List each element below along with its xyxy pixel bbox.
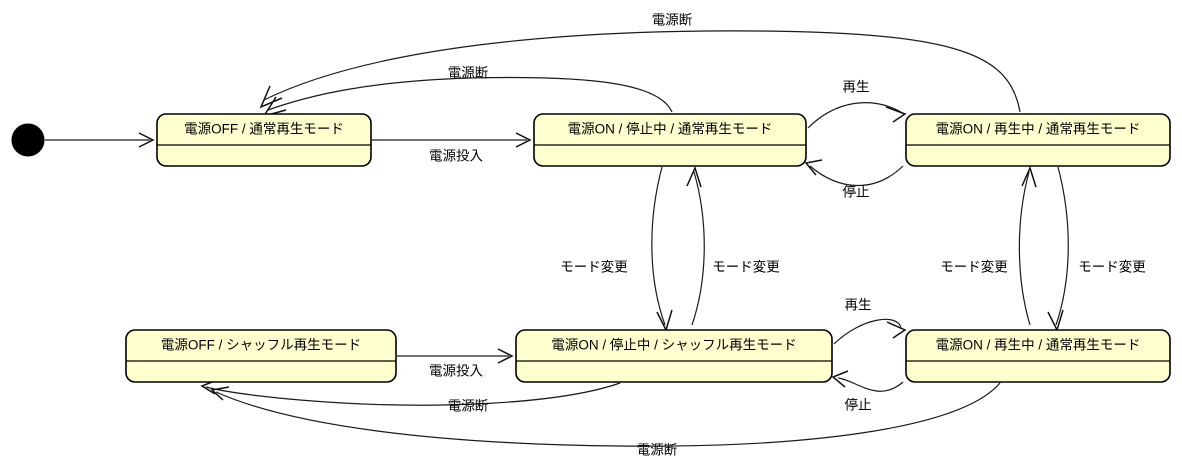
state-off-normal[interactable]: 電源OFF / 通常再生モード	[156, 113, 372, 167]
transition-play-top	[807, 102, 907, 129]
transition-power-off-top-short	[262, 76, 673, 118]
transition-power-off-bottom-long	[210, 382, 1001, 447]
state-label-on-playing-normal: 電源ON / 再生中 / 通常再生モード	[936, 122, 1141, 137]
transition-power-off-bottom-short	[200, 379, 621, 406]
edge-label-mode-change-stopped-down: モード変更	[560, 260, 628, 275]
transition-play-bottom	[833, 318, 907, 345]
edge-label-stop-top: 停止	[843, 185, 870, 200]
state-off-shuffle[interactable]: 電源OFF / シャッフル再生モード	[125, 329, 397, 383]
state-on-stopped-normal[interactable]: 電源ON / 停止中 / 通常再生モード	[533, 113, 807, 167]
state-on-playing-shuffle[interactable]: 電源ON / 再生中 / 通常再生モード	[905, 329, 1171, 383]
edge-label-play-top: 再生	[843, 80, 870, 95]
edge-label-power-off-top-long: 電源断	[652, 13, 693, 28]
transition-mode-change-stopped-up	[686, 165, 705, 326]
state-label-off-normal: 電源OFF / 通常再生モード	[184, 122, 344, 137]
state-label-on-stopped-shuffle: 電源ON / 停止中 / シャッフル再生モード	[551, 338, 796, 353]
edge-label-power-off-top-short: 電源断	[448, 66, 489, 81]
transition-stop-top	[804, 159, 904, 187]
transition-start	[45, 132, 155, 148]
transition-power-off-top-long	[259, 30, 1021, 113]
state-on-stopped-shuffle[interactable]: 電源ON / 停止中 / シャッフル再生モード	[515, 329, 833, 383]
state-label-off-shuffle: 電源OFF / シャッフル再生モード	[161, 338, 361, 353]
edges-layer	[45, 30, 1069, 447]
edge-label-power-on-top: 電源投入	[429, 149, 483, 164]
edge-label-mode-change-playing-down: モード変更	[1078, 260, 1146, 275]
state-label-on-playing-shuffle: 電源ON / 再生中 / 通常再生モード	[936, 338, 1141, 353]
edge-label-power-off-bottom-long: 電源断	[637, 443, 678, 458]
edge-label-power-off-bottom-short: 電源断	[448, 399, 489, 414]
edge-label-play-bottom: 再生	[845, 298, 872, 313]
edge-label-mode-change-stopped-up: モード変更	[712, 260, 780, 275]
states-layer: 電源OFF / 通常再生モード 電源ON / 停止中 / 通常再生モード 電源O…	[125, 113, 1171, 383]
edge-label-stop-bottom: 停止	[845, 398, 872, 413]
transition-mode-change-playing-down	[1047, 166, 1069, 333]
transition-mode-change-stopped-down	[651, 166, 673, 333]
transition-power-on-top	[372, 132, 532, 148]
edge-label-power-on-bottom: 電源投入	[429, 364, 483, 379]
transition-stop-bottom	[831, 370, 904, 392]
edge-label-mode-change-playing-up: モード変更	[940, 260, 1008, 275]
transition-mode-change-playing-up	[1018, 165, 1037, 326]
edge-labels-layer: 電源投入 電源断 電源断 再生 停止 モード変更 モード変更 モード変更 モード…	[429, 13, 1146, 458]
state-on-playing-normal[interactable]: 電源ON / 再生中 / 通常再生モード	[905, 113, 1171, 167]
state-label-on-stopped-normal: 電源ON / 停止中 / 通常再生モード	[568, 122, 773, 137]
transition-power-on-bottom	[397, 348, 514, 364]
initial-state-node	[11, 123, 45, 157]
